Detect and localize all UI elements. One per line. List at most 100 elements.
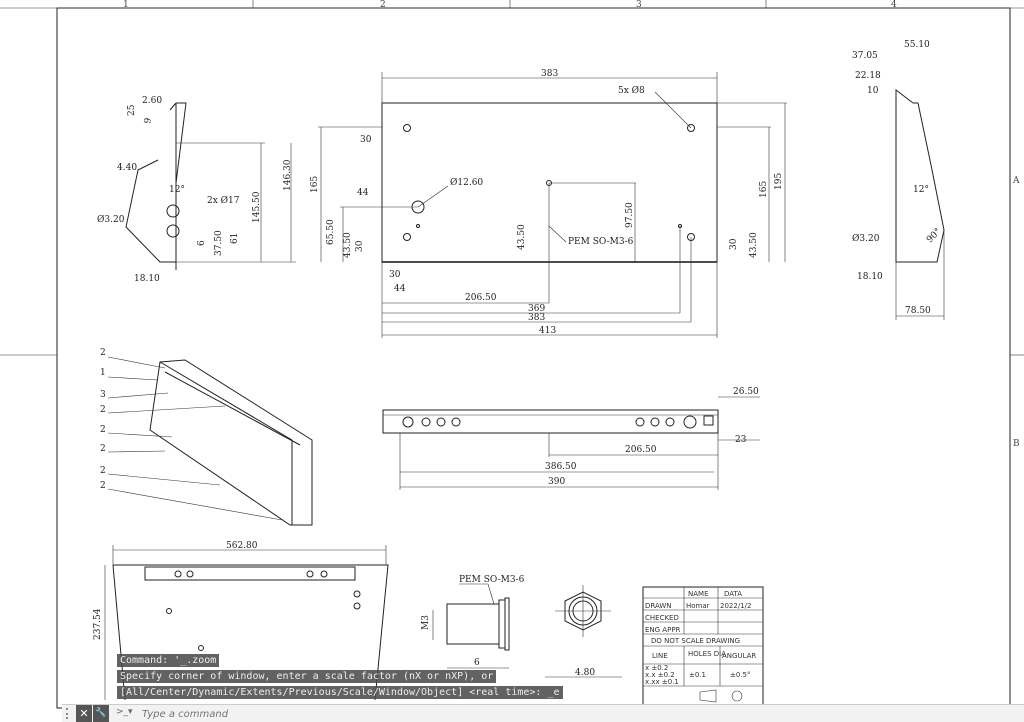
dim-text: 165 (759, 181, 769, 198)
settings-wrench-icon[interactable]: 🔧 (93, 705, 109, 722)
dim-text: 165 (310, 176, 320, 193)
command-history-line: Command: '_.zoom (117, 654, 220, 667)
tb-tol: x ±0.2 (645, 664, 668, 672)
dim-text: Ø12.60 (450, 177, 483, 188)
dim-text: 61 (230, 233, 240, 244)
dim-text: 12° (913, 185, 929, 195)
dim-text: M3 (421, 615, 431, 630)
dim-text: 145.50 (252, 191, 262, 223)
dim-text: 6 (474, 658, 480, 668)
dim-text: 4.40 (117, 163, 137, 173)
tb-angular: ANGULAR (722, 652, 756, 660)
right-side-view[interactable]: 37.05 55.10 22.18 10 12° Ø3.20 90° 18.10… (852, 40, 945, 320)
dim-text: 369 (528, 304, 545, 314)
dim-text: 2x Ø17 (207, 195, 240, 206)
zone-label: 2 (380, 0, 386, 10)
dim-text: 65.50 (326, 219, 336, 245)
projection-cone-icon (699, 689, 717, 703)
dim-text: 43.50 (517, 224, 527, 250)
tb-drawn: DRAWN (645, 602, 672, 610)
pem-label: PEM SO-M3-6 (459, 575, 525, 585)
dim-text: 10 (867, 86, 879, 96)
dim-text: 90° (925, 227, 943, 245)
left-side-view[interactable]: 2.60 25 9 4.40 12° 2x Ø17 Ø3.20 18.10 6 … (97, 96, 296, 284)
dim-text: 6 (197, 240, 207, 246)
balloon-label: 2 (100, 444, 106, 454)
tb-holes-tol: ±0.1 (689, 671, 706, 679)
front-view[interactable]: 383 5x Ø8 Ø12.60 PEM SO-M3-6 30 165 44 6… (310, 69, 787, 338)
dim-text: Ø3.20 (852, 233, 880, 244)
dim-text: PEM SO-M3-6 (568, 237, 634, 247)
dim-text: 383 (528, 313, 545, 323)
command-history-line: [All/Center/Dynamic/Extents/Previous/Sca… (117, 686, 563, 699)
balloon-label: 2 (100, 481, 106, 491)
dim-text: 562.80 (226, 541, 258, 551)
top-view[interactable]: 26.50 206.50 23 386.50 390 (382, 387, 760, 490)
command-prompt-icon[interactable]: >_▾ (116, 707, 133, 717)
dim-text: 4.80 (575, 668, 595, 678)
tb-tol: x.xx ±0.1 (645, 678, 679, 686)
dim-text: 30 (729, 238, 739, 250)
balloon-label: 2 (100, 466, 106, 476)
dim-text: 9 (143, 117, 154, 125)
tb-ang-tol: ±0.5° (730, 671, 751, 679)
dim-text: 37.50 (214, 230, 224, 256)
dim-text: Ø3.20 (97, 214, 125, 225)
command-input[interactable] (140, 706, 444, 722)
balloon-label: 1 (100, 368, 106, 378)
dim-text: 383 (541, 69, 558, 79)
dim-text: 237.54 (93, 608, 103, 640)
balloon-label: 2 (100, 348, 106, 358)
dim-text: 97.50 (625, 202, 635, 228)
tb-drawn-date: 2022/1/2 (720, 602, 751, 610)
dim-text: 43.50 (343, 232, 353, 258)
dim-text: 206.50 (625, 445, 657, 455)
command-history-line: Specify corner of window, enter a scale … (117, 670, 497, 683)
dim-text: 26.50 (733, 387, 759, 397)
zone-label: 1 (123, 0, 129, 10)
balloon-label: 2 (100, 405, 106, 415)
dim-text: 25 (127, 104, 137, 116)
dim-text: 206.50 (465, 293, 497, 303)
tb-drawn-name: Homar (686, 602, 710, 610)
dim-text: 195 (774, 173, 784, 190)
dim-text: 18.10 (857, 272, 883, 282)
flat-pattern-view[interactable]: 562.80 237.54 (93, 541, 389, 701)
dim-text: 44 (394, 284, 406, 294)
tb-checked: CHECKED (645, 614, 679, 622)
dim-text: 78.50 (905, 306, 931, 316)
dim-text: 23 (735, 435, 747, 445)
zone-label: 4 (891, 0, 897, 10)
tb-tol: x.x ±0.2 (645, 671, 675, 679)
close-icon[interactable]: ✕ (76, 705, 92, 722)
tb-name-header: NAME (688, 590, 709, 598)
dim-text: 22.18 (855, 71, 881, 81)
dim-text: 413 (539, 326, 556, 336)
dim-text: 390 (548, 477, 565, 487)
dim-text: 386.50 (545, 462, 577, 472)
tb-do-not-scale: DO NOT SCALE DRAWING (651, 637, 740, 645)
drag-handle[interactable] (66, 708, 72, 719)
dim-text: 43.50 (749, 232, 759, 258)
isometric-view[interactable]: 2 1 3 2 2 2 2 2 (100, 348, 313, 526)
zone-label: 3 (636, 0, 642, 10)
tb-line: LINE (652, 652, 668, 660)
dim-text: 18.10 (134, 274, 160, 284)
dim-text: 146.30 (283, 159, 293, 191)
dim-text: 37.05 (852, 51, 878, 61)
balloon-leaders (107, 356, 283, 521)
dim-text: 30 (355, 240, 365, 252)
dim-text: 44 (357, 188, 369, 198)
tb-eng: ENG APPR (645, 626, 681, 634)
projection-symbol-icon (731, 690, 743, 702)
balloon-label: 2 (100, 425, 106, 435)
zone-label: A (1012, 176, 1020, 186)
dim-text: 55.10 (904, 40, 930, 50)
dim-text: 30 (360, 135, 372, 145)
pem-detail[interactable]: PEM SO-M3-6 M3 6 4.80 (421, 575, 622, 678)
title-block: NAME DATA DRAWN Homar 2022/1/2 CHECKED E… (642, 586, 764, 706)
tb-holes: HOLES DIA (688, 650, 726, 658)
zone-label: B (1013, 439, 1020, 449)
